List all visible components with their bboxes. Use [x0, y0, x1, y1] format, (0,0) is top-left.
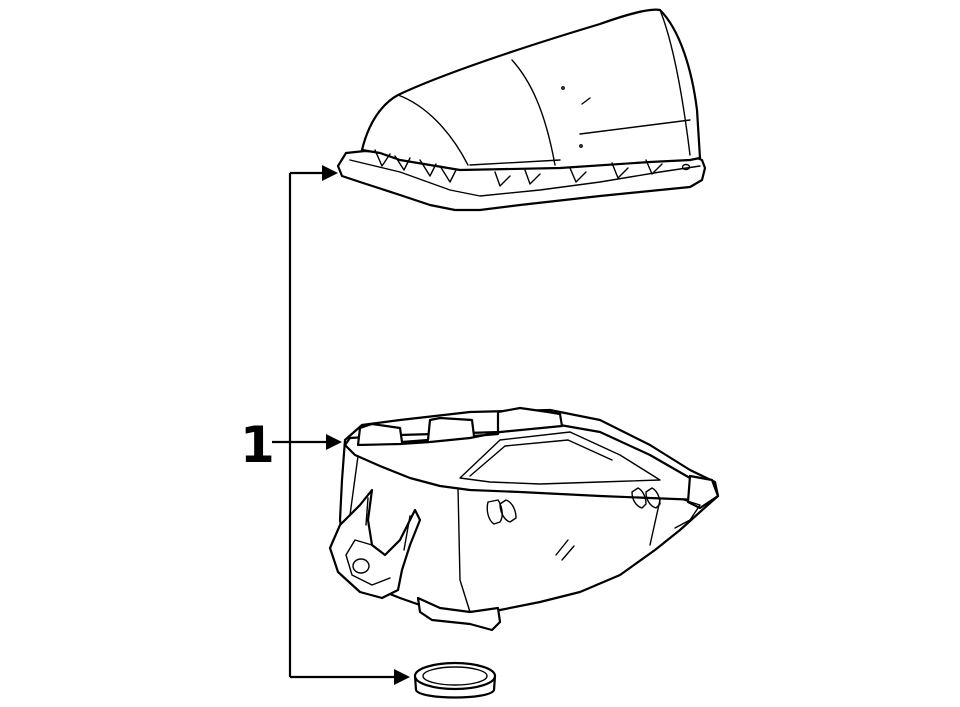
arrow-to-lower-housing [326, 434, 342, 450]
arrow-to-seal-ring [394, 669, 410, 685]
air-cleaner-lower-housing [328, 406, 720, 632]
seal-ring [413, 661, 497, 699]
callout-label-1: 1 [240, 416, 275, 474]
callout-leader-lines [272, 165, 410, 685]
air-cleaner-upper-cover [336, 8, 707, 212]
arrow-to-upper-cover [322, 165, 338, 181]
